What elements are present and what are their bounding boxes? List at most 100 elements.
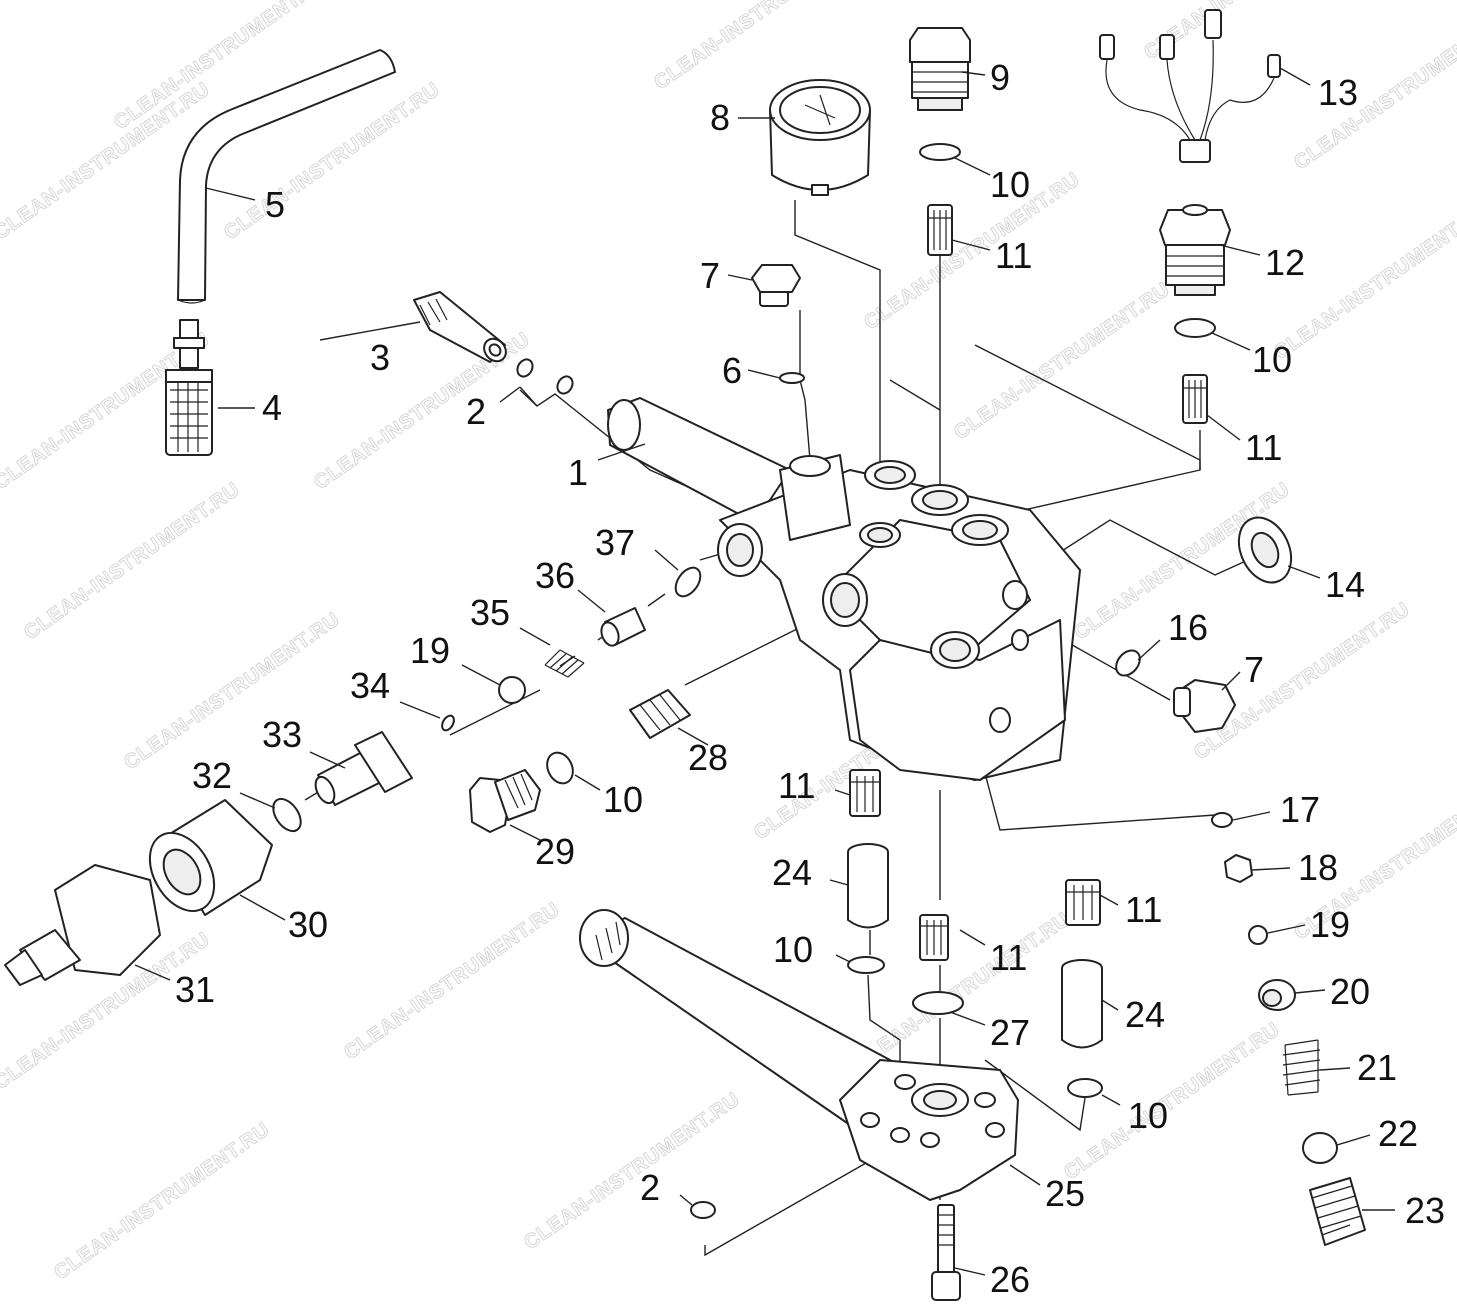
callout-7: 7 <box>1244 649 1264 690</box>
part-33-fitting <box>314 731 413 806</box>
watermark: CLEAN-INSTRUMENT.RU <box>650 0 874 94</box>
part-2-o-ring-bottom <box>690 1201 716 1219</box>
part-7-plug-top <box>751 264 801 307</box>
callout-1: 1 <box>568 452 588 493</box>
part-18-plug <box>1224 854 1253 883</box>
callout-14: 14 <box>1325 564 1365 605</box>
callout-2: 2 <box>466 391 486 432</box>
leader-lines <box>134 67 1395 1276</box>
part-5-hose <box>177 49 396 304</box>
callout-27: 27 <box>990 1012 1030 1053</box>
callout-19: 19 <box>410 630 450 671</box>
callout-22: 22 <box>1378 1113 1418 1154</box>
callout-11: 11 <box>990 937 1027 978</box>
part-7-plug-side <box>1173 679 1236 733</box>
watermark: CLEAN-INSTRUMENT.RU <box>850 908 1074 1074</box>
part-25-manifold <box>579 909 1019 1201</box>
callout-11: 11 <box>778 765 815 806</box>
callout-10: 10 <box>990 164 1030 205</box>
part-6-seal <box>779 372 805 384</box>
watermark: CLEAN-INSTRUMENT.RU <box>1190 598 1414 764</box>
watermark: CLEAN-INSTRUMENT.RU <box>1290 8 1457 174</box>
watermark: CLEAN-INSTRUMENT.RU <box>20 478 244 644</box>
part-34-o-ring <box>441 714 455 732</box>
callout-11: 11 <box>995 235 1032 276</box>
part-1-pump-head <box>607 397 1081 781</box>
watermark: CLEAN-INSTRUMENT.RU <box>860 168 1084 334</box>
callout-labels: 1 2 2 3 4 5 6 7 7 8 9 10 10 10 10 10 11 … <box>175 57 1445 1300</box>
watermark-layer: CLEAN-INSTRUMENT.RU CLEAN-INSTRUMENT.RU … <box>0 0 1457 1285</box>
watermark: CLEAN-INSTRUMENT.RU <box>340 898 564 1064</box>
callout-23: 23 <box>1405 1190 1445 1231</box>
part-21-spring <box>1282 1039 1321 1096</box>
callout-33: 33 <box>262 714 302 755</box>
watermark: CLEAN-INSTRUMENT.RU <box>50 1118 274 1284</box>
part-2-o-rings <box>516 358 574 395</box>
callout-8: 8 <box>710 97 730 138</box>
callout-31: 31 <box>175 969 215 1010</box>
watermark: CLEAN-INSTRUMENT.RU <box>520 1088 744 1254</box>
part-37-o-ring <box>674 566 702 598</box>
callout-10: 10 <box>1128 1095 1168 1136</box>
part-10-o-ring-d <box>847 956 885 974</box>
callout-5: 5 <box>265 184 285 225</box>
callout-24: 24 <box>1125 994 1165 1035</box>
part-29-plug <box>469 769 541 833</box>
part-11-valve-d <box>919 914 949 961</box>
part-8-pressure-gauge <box>769 79 871 196</box>
part-11-valve-c <box>849 769 881 817</box>
callout-17: 17 <box>1280 789 1320 830</box>
part-4-strainer <box>165 319 213 456</box>
callout-21: 21 <box>1357 1047 1397 1088</box>
part-35-spring <box>544 649 585 678</box>
part-20-seat <box>1258 979 1296 1011</box>
callout-12: 12 <box>1265 242 1305 283</box>
part-9-valve <box>909 27 971 111</box>
part-30-adapter <box>148 799 273 916</box>
callout-35: 35 <box>470 592 510 633</box>
part-10-o-ring-b <box>1174 318 1216 338</box>
part-14-seal <box>1237 516 1293 584</box>
watermark: CLEAN-INSTRUMENT.RU <box>950 278 1174 444</box>
part-12-pressure-switch <box>1159 204 1231 296</box>
callout-26: 26 <box>990 1259 1030 1300</box>
callout-9: 9 <box>990 57 1010 98</box>
part-10-o-ring-e <box>1067 1078 1103 1098</box>
callout-10: 10 <box>603 779 643 820</box>
part-24-sleeve-b <box>1061 959 1103 1049</box>
callout-20: 20 <box>1330 971 1370 1012</box>
part-31-nozzle-nut <box>4 864 161 986</box>
callout-30: 30 <box>288 904 328 945</box>
part-13-wiring-harness <box>1099 9 1281 163</box>
watermark: CLEAN-INSTRUMENT.RU <box>120 608 344 774</box>
part-19-ball-b <box>1248 925 1268 945</box>
part-16-o-ring <box>1115 649 1141 677</box>
callout-10: 10 <box>773 929 813 970</box>
part-28-valve <box>629 689 691 739</box>
callout-29: 29 <box>535 831 575 872</box>
callout-19: 19 <box>1310 904 1350 945</box>
callout-25: 25 <box>1045 1173 1085 1214</box>
part-26-bolt <box>931 1204 961 1301</box>
part-10-o-ring-c <box>546 751 574 785</box>
callout-34: 34 <box>350 665 390 706</box>
callout-10: 10 <box>1252 339 1292 380</box>
callout-6: 6 <box>722 350 742 391</box>
part-36-sleeve <box>600 607 646 647</box>
part-11-valve-e <box>1065 879 1101 926</box>
callout-3: 3 <box>370 337 390 378</box>
callout-37: 37 <box>595 522 635 563</box>
part-32-o-ring <box>272 797 302 833</box>
callout-2: 2 <box>640 1167 660 1208</box>
part-3-nipple <box>413 291 507 363</box>
part-24-sleeve-a <box>847 843 889 929</box>
part-27-o-ring <box>912 991 964 1015</box>
part-10-o-ring-a <box>919 143 961 161</box>
part-22-ball <box>1302 1132 1338 1164</box>
callout-18: 18 <box>1298 847 1338 888</box>
part-23-screw <box>1309 1177 1366 1246</box>
callout-13: 13 <box>1318 72 1358 113</box>
callout-36: 36 <box>535 555 575 596</box>
